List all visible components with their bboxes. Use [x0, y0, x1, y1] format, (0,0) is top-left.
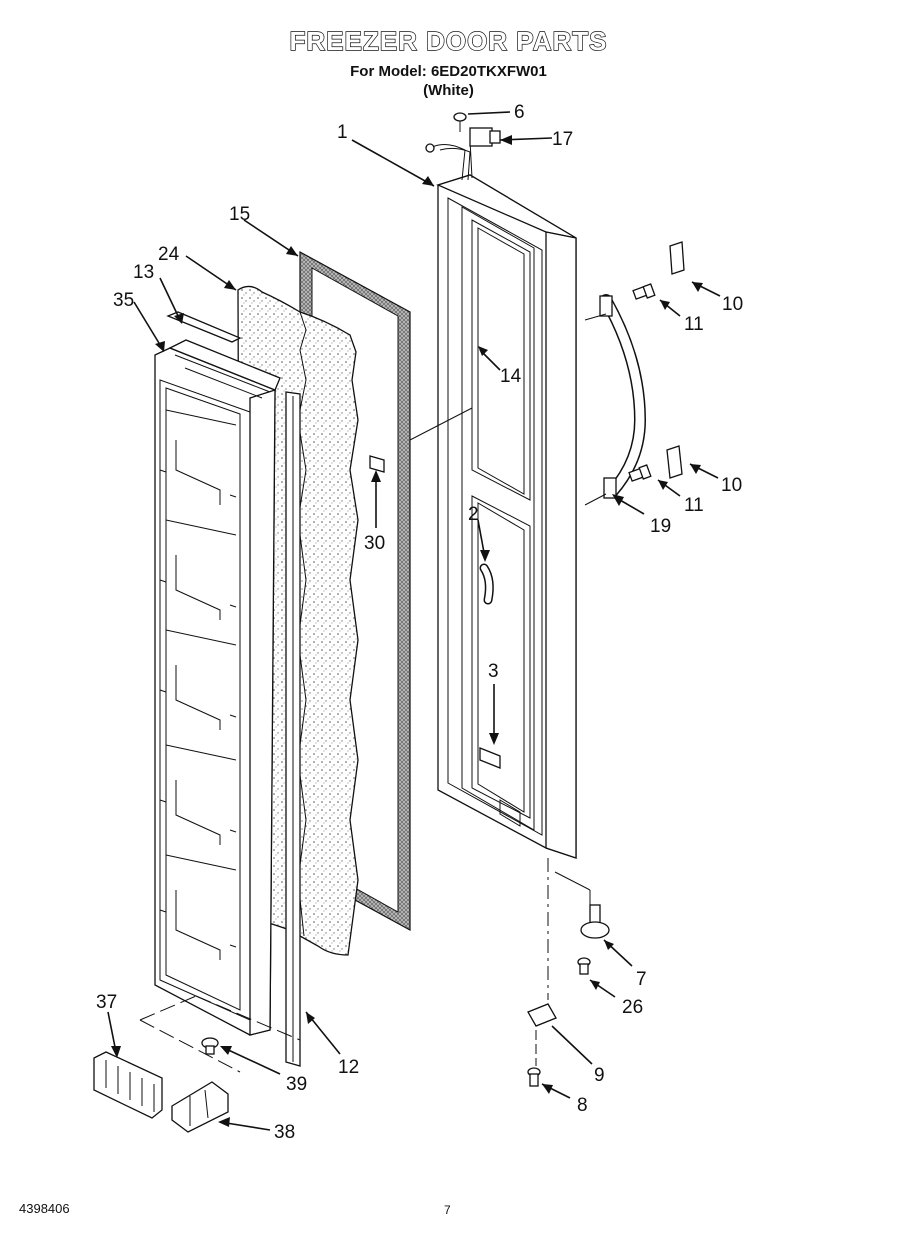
handle-cap-top [669, 241, 685, 275]
callout-8: 8 [577, 1095, 588, 1116]
lower-hinge [580, 904, 610, 939]
inner-door-liner [154, 339, 281, 1036]
callout-15: 15 [229, 204, 250, 225]
callout-39: 39 [286, 1074, 307, 1095]
callout-6: 6 [514, 102, 525, 123]
callout-2: 2 [468, 504, 479, 525]
color-line: (White) [423, 82, 474, 99]
callout-26: 26 [622, 997, 643, 1018]
bottom-screw [201, 1037, 219, 1055]
top-screw [453, 112, 467, 132]
page-title: FREEZER DOOR PARTS [289, 25, 608, 56]
outer-door-panel [436, 174, 577, 859]
model-line: For Model: 6ED20TKXFW01 [350, 63, 547, 80]
callout-19: 19 [650, 516, 671, 537]
door-handle [599, 294, 647, 499]
handle-cap-bottom [666, 445, 683, 479]
bracket-screw [527, 1067, 541, 1087]
page-number: 7 [444, 1203, 451, 1217]
callout-14: 14 [500, 366, 522, 387]
bottom-cover [93, 1051, 229, 1133]
callout-10-top: 10 [722, 294, 743, 315]
callout-11-top: 11 [684, 314, 704, 335]
callout-10-bottom: 10 [721, 475, 742, 496]
callout-17: 17 [552, 129, 573, 150]
callout-12: 12 [338, 1057, 359, 1078]
callout-37: 37 [96, 992, 117, 1013]
callout-7: 7 [636, 969, 647, 990]
handle-screw-bottom [628, 464, 652, 482]
handle-screw-top [632, 283, 656, 300]
callout-labels: 1 2 3 6 7 8 9 10 10 11 11 12 13 14 15 17… [96, 102, 743, 1143]
clip-30 [369, 455, 385, 473]
hinge-bracket [527, 1003, 557, 1027]
callout-13: 13 [133, 262, 154, 283]
callout-30: 30 [364, 533, 385, 554]
callout-1: 1 [337, 122, 348, 143]
door-bracket [479, 747, 501, 769]
drain-tube [479, 563, 494, 605]
callout-38: 38 [274, 1122, 295, 1143]
wire-harness [425, 127, 501, 181]
liner-strip [285, 391, 301, 1067]
top-trim [166, 311, 242, 343]
callout-24: 24 [158, 244, 180, 265]
callout-35: 35 [113, 290, 134, 311]
callout-3: 3 [488, 661, 499, 682]
callout-9: 9 [594, 1065, 605, 1086]
callout-11-bottom: 11 [684, 495, 704, 516]
hinge-screw [577, 957, 591, 975]
document-number: 4398406 [19, 1201, 70, 1216]
leader-lines [107, 111, 721, 1131]
